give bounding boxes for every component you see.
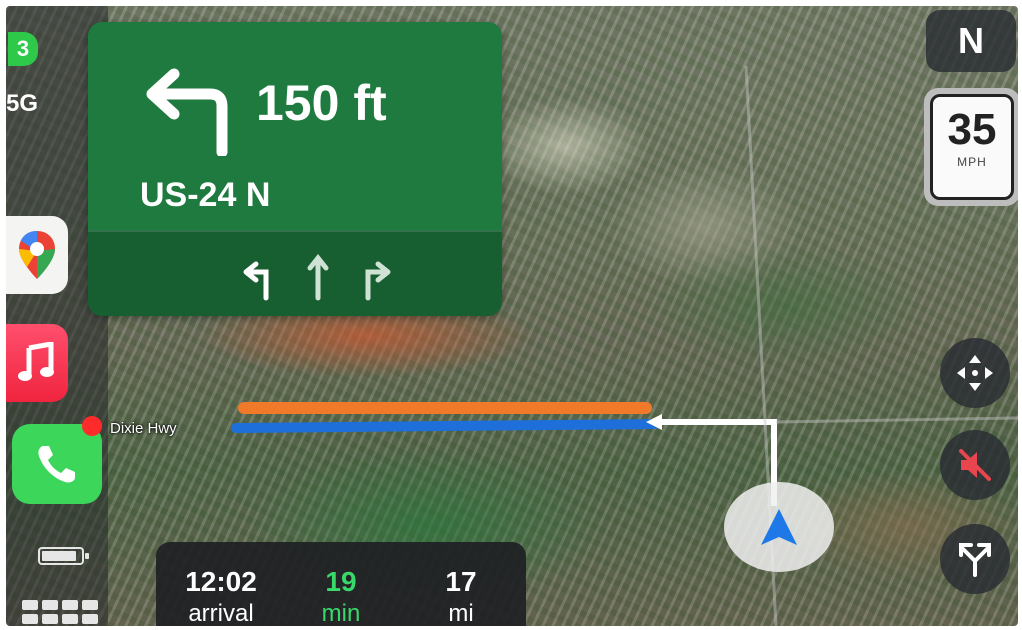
status-badge: 3 [8,32,38,66]
music-note-icon [18,342,54,381]
mute-voice-button[interactable] [940,430,1010,500]
duration-unit: min [321,600,361,626]
notification-badge [82,416,102,436]
speed-limit-value: 35 [947,105,997,154]
distance-info: 17 mi [406,566,516,626]
compass-button[interactable]: N [926,10,1016,72]
speed-limit-sign: 35 MPH [924,88,1018,206]
maneuver-distance: 150 ft [256,75,387,131]
arrival-time: 12:02 [185,566,257,597]
music-app[interactable] [6,324,68,402]
distance-unit: mi [448,600,474,626]
current-position [724,482,834,572]
speaker-muted-icon [959,449,991,481]
duration-value: 19 [325,566,357,597]
battery-icon [38,547,89,565]
turn-left-icon [146,68,228,156]
alternate-routes-button[interactable] [940,524,1010,594]
arrival-label: arrival [188,600,254,626]
speed-limit-face: 35 MPH [930,94,1014,200]
turn-guidance-card[interactable]: 150 ft US-24 N [88,22,502,316]
carplay-dock: 3 5G [6,6,108,626]
phone-app[interactable] [12,424,102,504]
speed-limit-unit: MPH [957,155,987,169]
lane-guidance [88,230,502,316]
cellular-signal: 5G [6,90,39,117]
trip-info-panel[interactable]: 12:02 arrival 19 min 17 mi [156,542,526,626]
arrival-info: 12:02 arrival [166,566,276,626]
distance-value: 17 [445,566,477,597]
google-maps-app[interactable] [6,216,68,294]
pan-map-button[interactable] [940,338,1010,408]
dashboard-grid-icon[interactable] [20,596,100,626]
duration-info: 19 min [286,566,396,626]
pan-arrows-icon [957,355,993,391]
route-fork-icon [959,543,991,577]
next-road-name: US-24 N [140,176,271,214]
phone-icon [38,446,75,483]
street-label: Dixie Hwy [110,420,177,437]
navigation-arrow-icon [761,509,797,545]
carplay-screen: Dixie Hwy 3 5G [6,6,1018,626]
map-pin-icon [19,231,55,279]
lane-arrows-icon [243,253,391,301]
